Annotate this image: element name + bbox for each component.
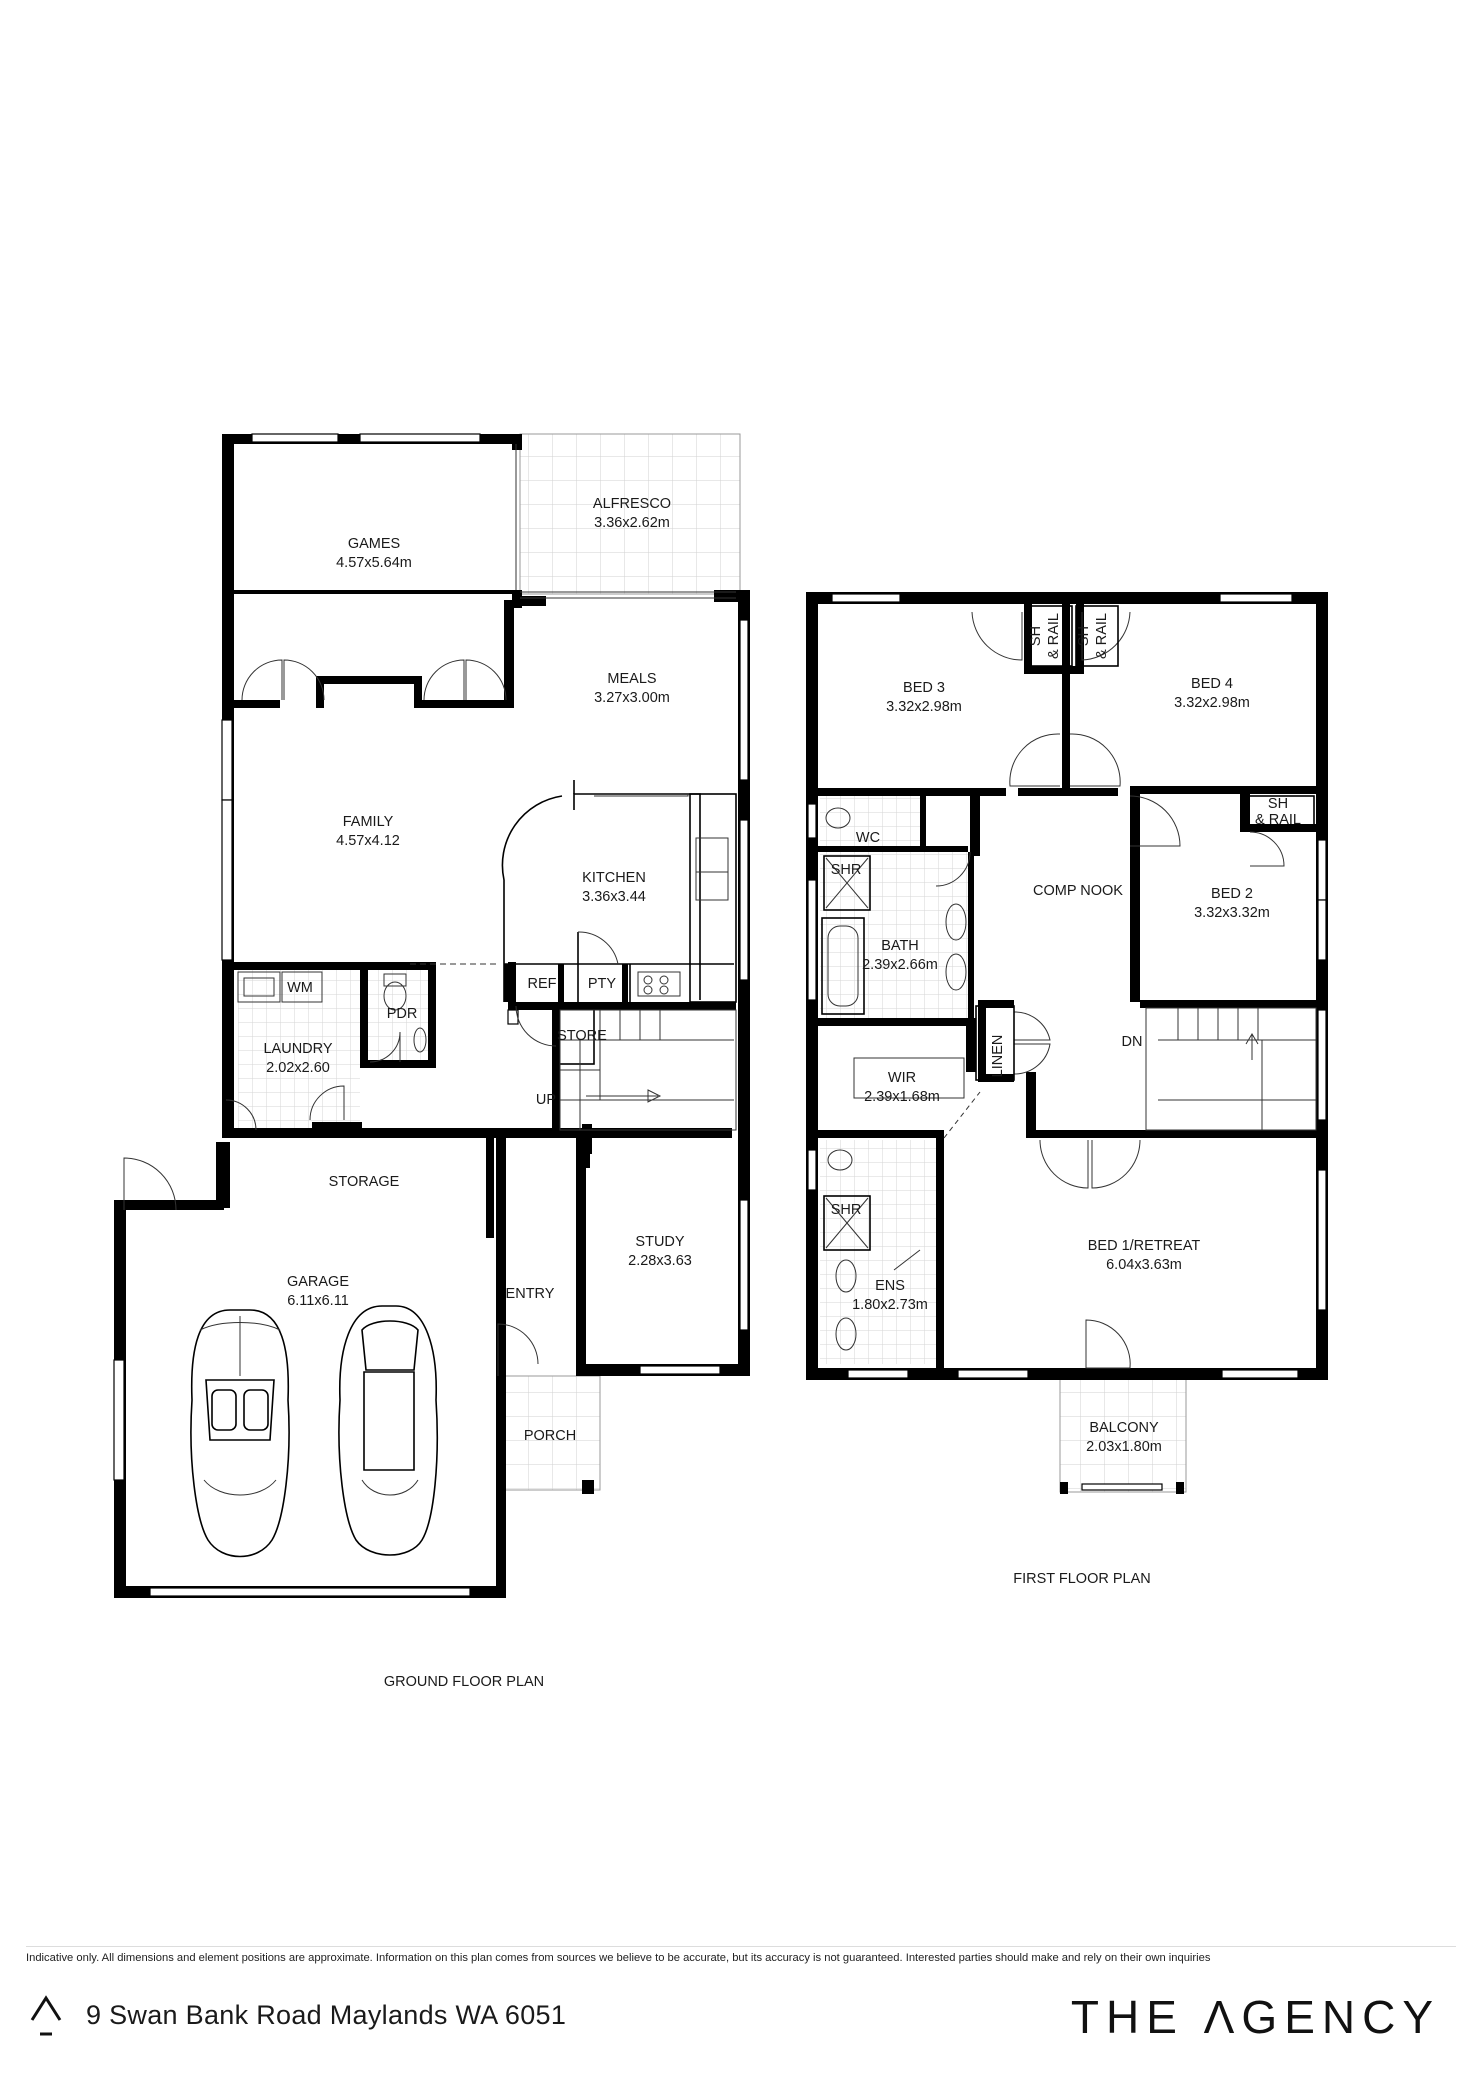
first-floor-title: FIRST FLOOR PLAN	[1013, 1571, 1151, 1587]
pdr-label: PDR	[387, 1006, 418, 1022]
ens-floor	[820, 1140, 938, 1364]
car-coupe-icon	[338, 1305, 438, 1556]
ens-label: ENS	[875, 1278, 905, 1294]
laundry-size: 2.02x2.60	[266, 1060, 330, 1076]
bed2-rail-label: & RAIL	[1255, 812, 1301, 828]
meals-label: MEALS	[607, 671, 656, 687]
bath-shower-label: SHR	[831, 862, 862, 878]
laundry-floor	[238, 970, 360, 1130]
bed3-rail-label: & RAIL	[1046, 613, 1062, 659]
footer-divider	[26, 1946, 1456, 1947]
meals-size: 3.27x3.00m	[594, 690, 670, 706]
ref-label: REF	[528, 976, 557, 992]
kitchen-label: KITCHEN	[582, 870, 646, 886]
balcony-size: 2.03x1.80m	[1086, 1439, 1162, 1455]
first-floor-labels: BED 3 3.32x2.98m BED 4 3.32x2.98m BED 2 …	[831, 613, 1301, 1587]
ens-size: 1.80x2.73m	[852, 1297, 928, 1313]
bed4-label: BED 4	[1191, 676, 1233, 692]
bath-size: 2.39x2.66m	[862, 957, 938, 973]
first-floor-plan	[806, 592, 1328, 1494]
brand-logo-text: THE ΛGENCY	[1070, 1991, 1440, 2043]
bed3-label: BED 3	[903, 680, 945, 696]
linen-label: LINEN	[990, 1035, 1006, 1078]
kitchen-size: 3.36x3.44	[582, 889, 646, 905]
bed2-size: 3.32x3.32m	[1194, 905, 1270, 921]
agency-logo-icon	[30, 1995, 62, 2036]
ens-shower-label: SHR	[831, 1202, 862, 1218]
porch-floor	[497, 1375, 601, 1491]
bed3-sh-label: SH	[1028, 626, 1044, 646]
store-label: STORE	[557, 1028, 607, 1044]
wir-label: WIR	[888, 1070, 916, 1086]
wc-floor	[820, 796, 926, 846]
bed2-label: BED 2	[1211, 886, 1253, 902]
ground-floor-plan	[113, 433, 750, 1598]
family-size: 4.57x4.12	[336, 833, 400, 849]
ground-floor-title: GROUND FLOOR PLAN	[384, 1674, 544, 1690]
alfresco-area	[519, 433, 741, 595]
balcony-label: BALCONY	[1089, 1420, 1159, 1436]
alfresco-size: 3.36x2.62m	[594, 515, 670, 531]
entry-label: ENTRY	[506, 1286, 555, 1302]
alfresco-label: ALFRESCO	[593, 496, 671, 512]
study-label: STUDY	[635, 1234, 684, 1250]
ground-floor-labels: GAMES 4.57x5.64m ALFRESCO 3.36x2.62m MEA…	[263, 496, 691, 1690]
comp-nook-label: COMP NOOK	[1033, 883, 1123, 899]
bed4-rail-label: & RAIL	[1094, 613, 1110, 659]
garage-size: 6.11x6.11	[287, 1293, 349, 1309]
family-label: FAMILY	[343, 814, 394, 830]
study-size: 2.28x3.63	[628, 1253, 692, 1269]
storage-label: STORAGE	[329, 1174, 400, 1190]
bed1-label: BED 1/RETREAT	[1088, 1238, 1201, 1254]
property-address: 9 Swan Bank Road Maylands WA 6051	[86, 2000, 567, 2030]
pty-label: PTY	[588, 976, 617, 992]
dn-label: DN	[1122, 1034, 1143, 1050]
disclaimer-text: Indicative only. All dimensions and elem…	[26, 1952, 1211, 1964]
games-size: 4.57x5.64m	[336, 555, 412, 571]
wm-label: WM	[287, 980, 313, 996]
bed1-size: 6.04x3.63m	[1106, 1257, 1182, 1273]
bed4-size: 3.32x2.98m	[1174, 695, 1250, 711]
balcony-floor	[1059, 1377, 1187, 1493]
garage-label: GARAGE	[287, 1274, 349, 1290]
wc-label: WC	[856, 830, 880, 846]
bed3-size: 3.32x2.98m	[886, 699, 962, 715]
bed2-sh-label: SH	[1268, 796, 1288, 812]
laundry-label: LAUNDRY	[263, 1041, 332, 1057]
porch-label: PORCH	[524, 1428, 576, 1444]
bath-label: BATH	[881, 938, 919, 954]
car-convertible-icon	[190, 1309, 290, 1558]
up-label: UP	[536, 1092, 556, 1108]
games-label: GAMES	[348, 536, 400, 552]
floor-plan-drawing: GAMES 4.57x5.64m ALFRESCO 3.36x2.62m MEA…	[113, 433, 1328, 1690]
wir-size: 2.39x1.68m	[864, 1089, 940, 1105]
bed4-sh-label: SH	[1076, 626, 1092, 646]
